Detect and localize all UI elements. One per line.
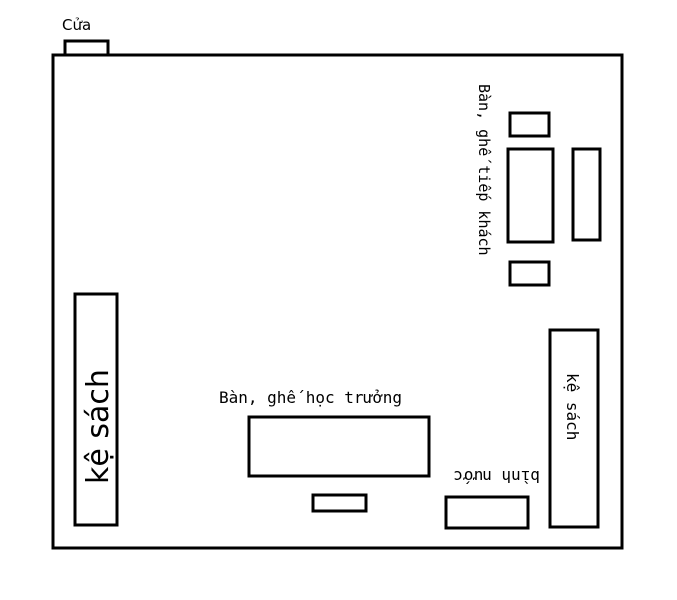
student-chair bbox=[311, 493, 368, 513]
guest-chair-bottom bbox=[508, 260, 551, 287]
guest-chair-top bbox=[508, 111, 551, 138]
water-jug-label: bình nước bbox=[453, 467, 540, 486]
bookshelf-left-label: kệ sách bbox=[81, 369, 116, 484]
door-label: Cửa bbox=[62, 16, 91, 34]
meeting-furniture-label: Bàn, ghế tiếp khách bbox=[475, 84, 493, 256]
room-outline bbox=[51, 53, 624, 550]
bookshelf-left bbox=[73, 292, 119, 527]
student-desk-label: Bàn, ghế học trưởng bbox=[219, 388, 402, 407]
student-desk bbox=[247, 415, 431, 478]
water-jug-table bbox=[444, 495, 530, 530]
door bbox=[63, 39, 110, 57]
guest-sofa bbox=[571, 147, 602, 242]
bookshelf-right bbox=[548, 328, 600, 529]
guest-table bbox=[506, 147, 555, 244]
bookshelf-right-label: kệ sách bbox=[563, 373, 582, 440]
